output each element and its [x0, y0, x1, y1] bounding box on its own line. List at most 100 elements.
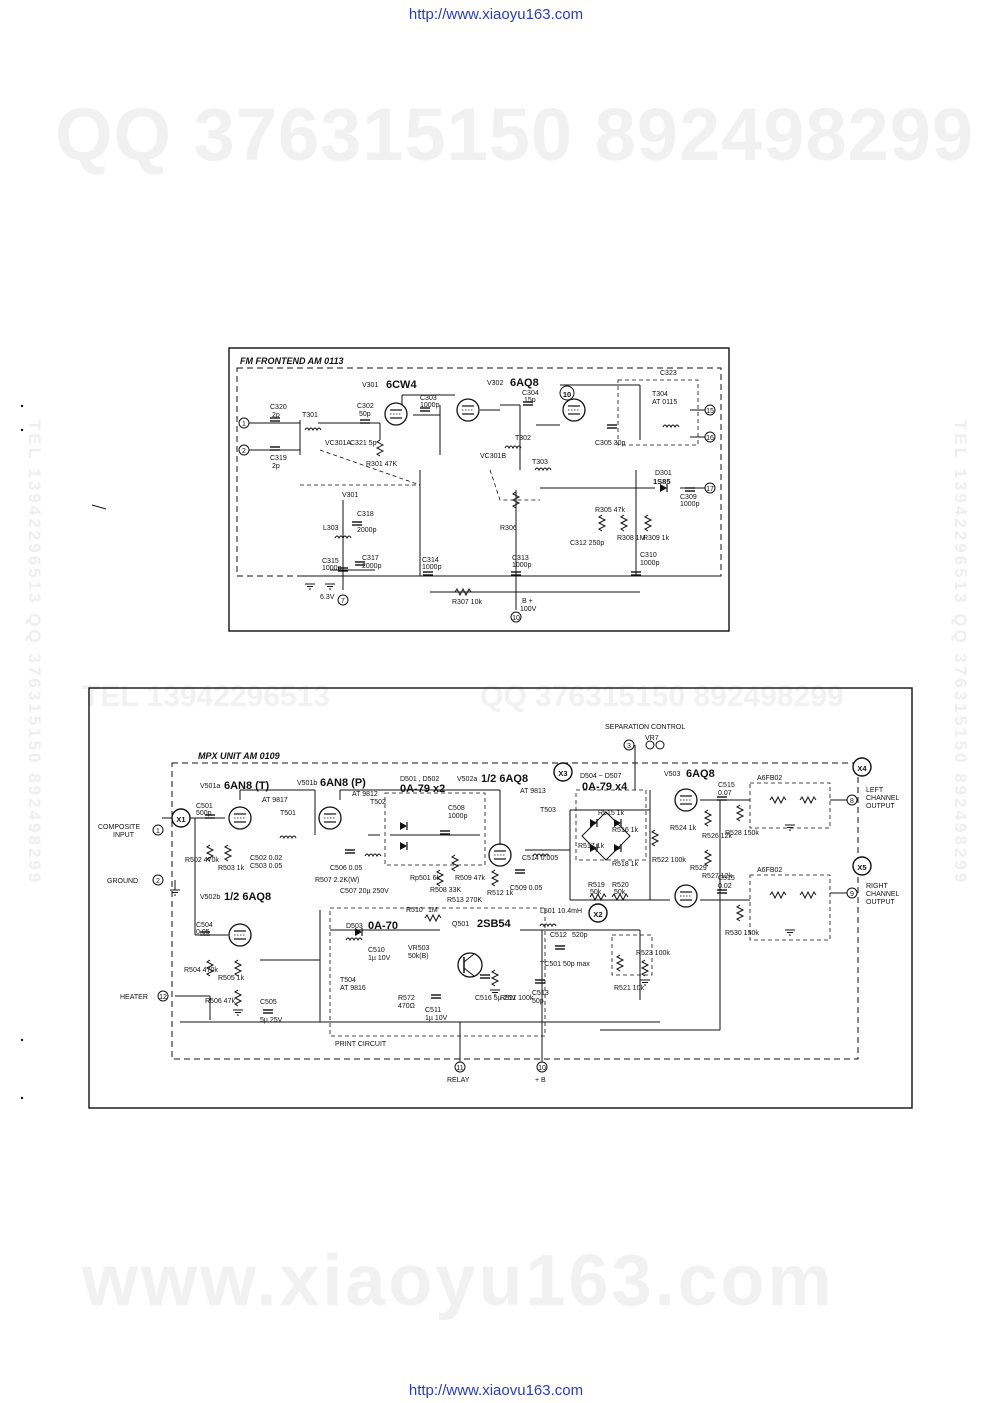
terminal-7 — [337, 594, 349, 606]
label-at9813: AT 9813 — [520, 788, 546, 795]
label-ground: GROUND — [107, 878, 138, 885]
label-t503: T503 — [540, 807, 556, 814]
label-right-channel: CHANNEL — [866, 891, 900, 898]
label-v501a: V501a — [200, 783, 220, 790]
marker-x1: X1 — [176, 815, 185, 824]
res-r503 — [224, 844, 232, 862]
label-c506: C506 0.05 — [330, 865, 362, 872]
terminal-4 — [645, 740, 655, 750]
tube-v502a-symbol — [488, 843, 512, 867]
marker-x2-circle — [588, 903, 608, 923]
header-url: http://www.xiaoyu163.com — [408, 6, 584, 23]
terminal-label: 11 — [456, 1065, 463, 1072]
mpx-unit-title: MPX UNIT AM 0109 — [198, 751, 280, 761]
res-r511 — [491, 969, 499, 987]
res-r526 — [704, 809, 712, 827]
label-r527: R527 12k — [702, 873, 732, 880]
label-bplus-v: 100V — [520, 606, 537, 613]
label-d501-d502: D501 , D502 — [400, 776, 439, 783]
terminal-2 — [238, 444, 250, 456]
label-c309: C309 — [680, 494, 697, 501]
terminal-10 — [536, 1061, 548, 1073]
watermark-bottom-www: www.xiaoyu163.com — [82, 1241, 835, 1321]
label-t501: T501 — [280, 810, 296, 817]
cap-c513 — [534, 979, 546, 984]
label-c512: C512 — [550, 932, 567, 939]
label-c318v: 2000p — [357, 527, 377, 534]
label-r504: R504 470k — [184, 967, 218, 974]
label-r520: R520 — [612, 882, 629, 889]
label-c310: C310 — [640, 552, 657, 559]
label-relay: RELAY — [447, 1077, 470, 1084]
label-r505: R505 1k — [218, 975, 245, 982]
label-input: INPUT — [113, 832, 135, 839]
label-r572v: 470Ω — [398, 1003, 415, 1010]
watermark-top-qq: QQ 376315150 892498299 — [55, 93, 975, 176]
marker-x5-circle — [852, 856, 872, 876]
label-c515: C515 — [718, 782, 735, 789]
ground-symbol — [232, 1009, 244, 1016]
label-tc501: TC501 50p max — [540, 961, 590, 968]
marker-x5: X5 — [857, 863, 866, 872]
label-r508: R508 33K — [430, 887, 461, 894]
label-c312: C312 250p — [570, 540, 604, 547]
label-v301b: V301 — [342, 492, 358, 499]
marker-x2: X2 — [593, 910, 602, 919]
marker-x4-circle — [852, 757, 872, 777]
label-c515b: C515 — [718, 875, 735, 882]
label-r301: R301 47K — [366, 461, 397, 468]
ground-symbol — [304, 583, 316, 590]
label-left-output: OUTPUT — [866, 803, 896, 810]
terminal-label: 9 — [850, 891, 854, 898]
terminal-label: 2 — [242, 448, 246, 455]
marker-10: 10 — [563, 390, 571, 399]
coil-t502 — [364, 853, 382, 857]
label-t502: T502 — [370, 799, 386, 806]
label-c511v: 1µ 10V — [425, 1015, 448, 1022]
label-v302: V302 — [487, 380, 503, 387]
label-r510v: 1M — [428, 907, 438, 914]
label-print-circuit: PRINT CIRCUIT — [335, 1041, 387, 1048]
label-r518: R518 1k — [612, 861, 639, 868]
label-t301: T301 — [302, 412, 318, 419]
label-c303: C303 — [420, 395, 437, 402]
label-c516: C516 5µ 25V — [475, 995, 516, 1002]
label-c511: C511 — [425, 1007, 441, 1014]
terminal-9 — [846, 887, 858, 899]
cap-c309 — [684, 487, 696, 492]
terminal-label: 8 — [850, 798, 854, 805]
label-c302v: 50p — [359, 411, 371, 418]
label-left: LEFT — [866, 787, 884, 794]
label-t304: T304 — [652, 391, 668, 398]
separation-control-label: SEPARATION CONTROL — [605, 724, 685, 731]
res-filter1 — [769, 796, 787, 804]
diode-bridge-d504-d507 — [581, 811, 631, 861]
label-right: RIGHT — [866, 883, 889, 890]
terminal-label: 7 — [341, 598, 345, 605]
ground-symbol — [784, 824, 796, 831]
label-c313v: 1000p — [512, 562, 532, 569]
terminal-label: 2 — [156, 878, 160, 885]
label-r305: R305 47k — [595, 507, 625, 514]
terminal-label: 1 — [156, 828, 160, 835]
marker-x3: X3 — [558, 769, 567, 778]
label-heater: HEATER — [120, 994, 148, 1001]
label-c505: C505 — [260, 999, 277, 1006]
terminal-15 — [704, 404, 716, 416]
label-c309v: 1000p — [680, 501, 700, 508]
label-c513: C513 — [532, 990, 549, 997]
label-0a79x4: 0A-79 x4 — [582, 781, 628, 793]
label-1s85: 1S85 — [653, 477, 671, 486]
label-r307: R307 10k — [452, 599, 482, 606]
label-r309: R309 1k — [643, 535, 670, 542]
label-c305: C305 30p — [595, 440, 625, 447]
label-c317: C317 — [362, 555, 379, 562]
label-l303: L303 — [323, 525, 339, 532]
terminal-16 — [704, 431, 716, 443]
fm-frontend-title: FM FRONTEND AM 0113 — [240, 356, 344, 366]
label-6aq8: 6AQ8 — [510, 377, 539, 389]
coil-t304 — [662, 424, 680, 428]
label-vc301b: VC301B — [480, 453, 506, 460]
label-2sb54: 2SB54 — [477, 918, 512, 930]
